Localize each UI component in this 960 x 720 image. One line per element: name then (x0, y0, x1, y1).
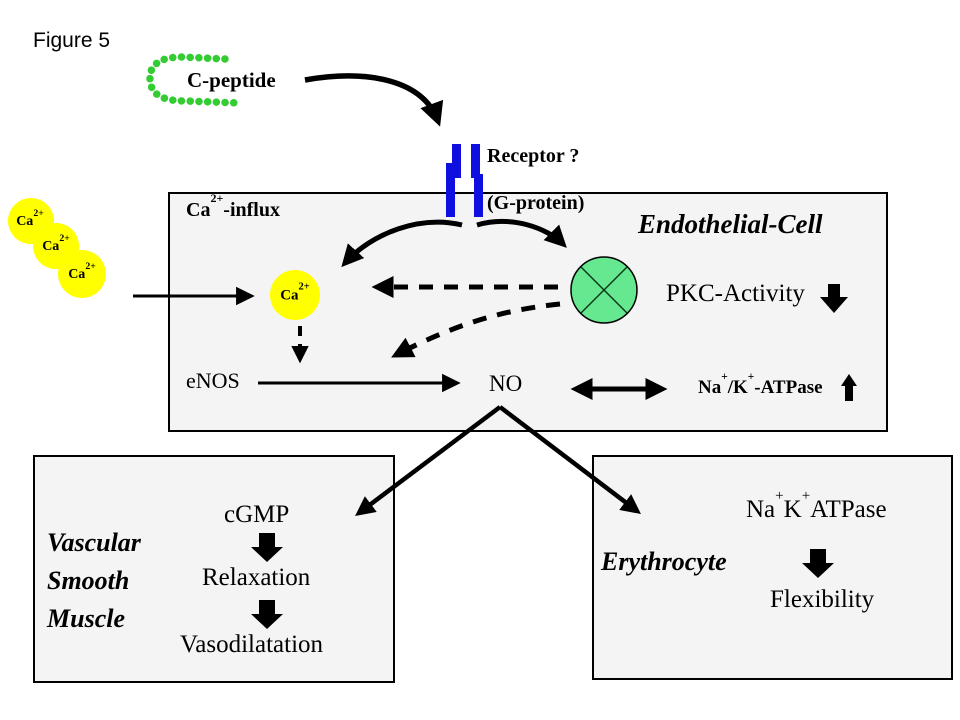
relaxation-label: Relaxation (202, 564, 311, 591)
vascular-smooth-muscle-box (33, 455, 395, 683)
erythrocyte-title: Erythrocyte (601, 547, 727, 576)
no-label: NO (489, 371, 523, 396)
vasodilatation-label: Vasodilatation (180, 631, 324, 658)
calcium-ion-label: Ca2+ (68, 260, 96, 282)
receptor-bar (452, 144, 461, 178)
calcium-ion-label: Ca2+ (42, 232, 70, 254)
vascular-smooth-muscle-title: Vascular Smooth Muscle (47, 528, 141, 633)
na-k-atpase2-label: Na+K+ATPase (746, 488, 887, 523)
g-protein-label: (G-protein) (487, 192, 585, 214)
flexibility-label: Flexibility (770, 586, 875, 613)
endothelial-cell-title: Endothelial-Cell (638, 209, 823, 239)
calcium-ion-label: Ca2+ (16, 207, 44, 229)
na-k-atpase-label: Na+/K+-ATPase (698, 370, 823, 398)
erythrocyte-box (592, 455, 953, 680)
calcium-ion-label: Ca2+ (280, 281, 310, 304)
c-peptide-label: C-peptide (187, 68, 276, 92)
figure-label: Figure 5 (33, 29, 111, 52)
c-peptide-to-receptor-arrow (304, 73, 444, 127)
cgmp-label: cGMP (224, 501, 290, 528)
pkc-activity-label: PKC-Activity (666, 280, 805, 307)
receptor-bar (471, 144, 480, 178)
ca-influx-label: Ca2+-influx (186, 191, 280, 221)
receptor-label: Receptor ? (487, 145, 580, 167)
enos-label: eNOS (186, 368, 240, 393)
